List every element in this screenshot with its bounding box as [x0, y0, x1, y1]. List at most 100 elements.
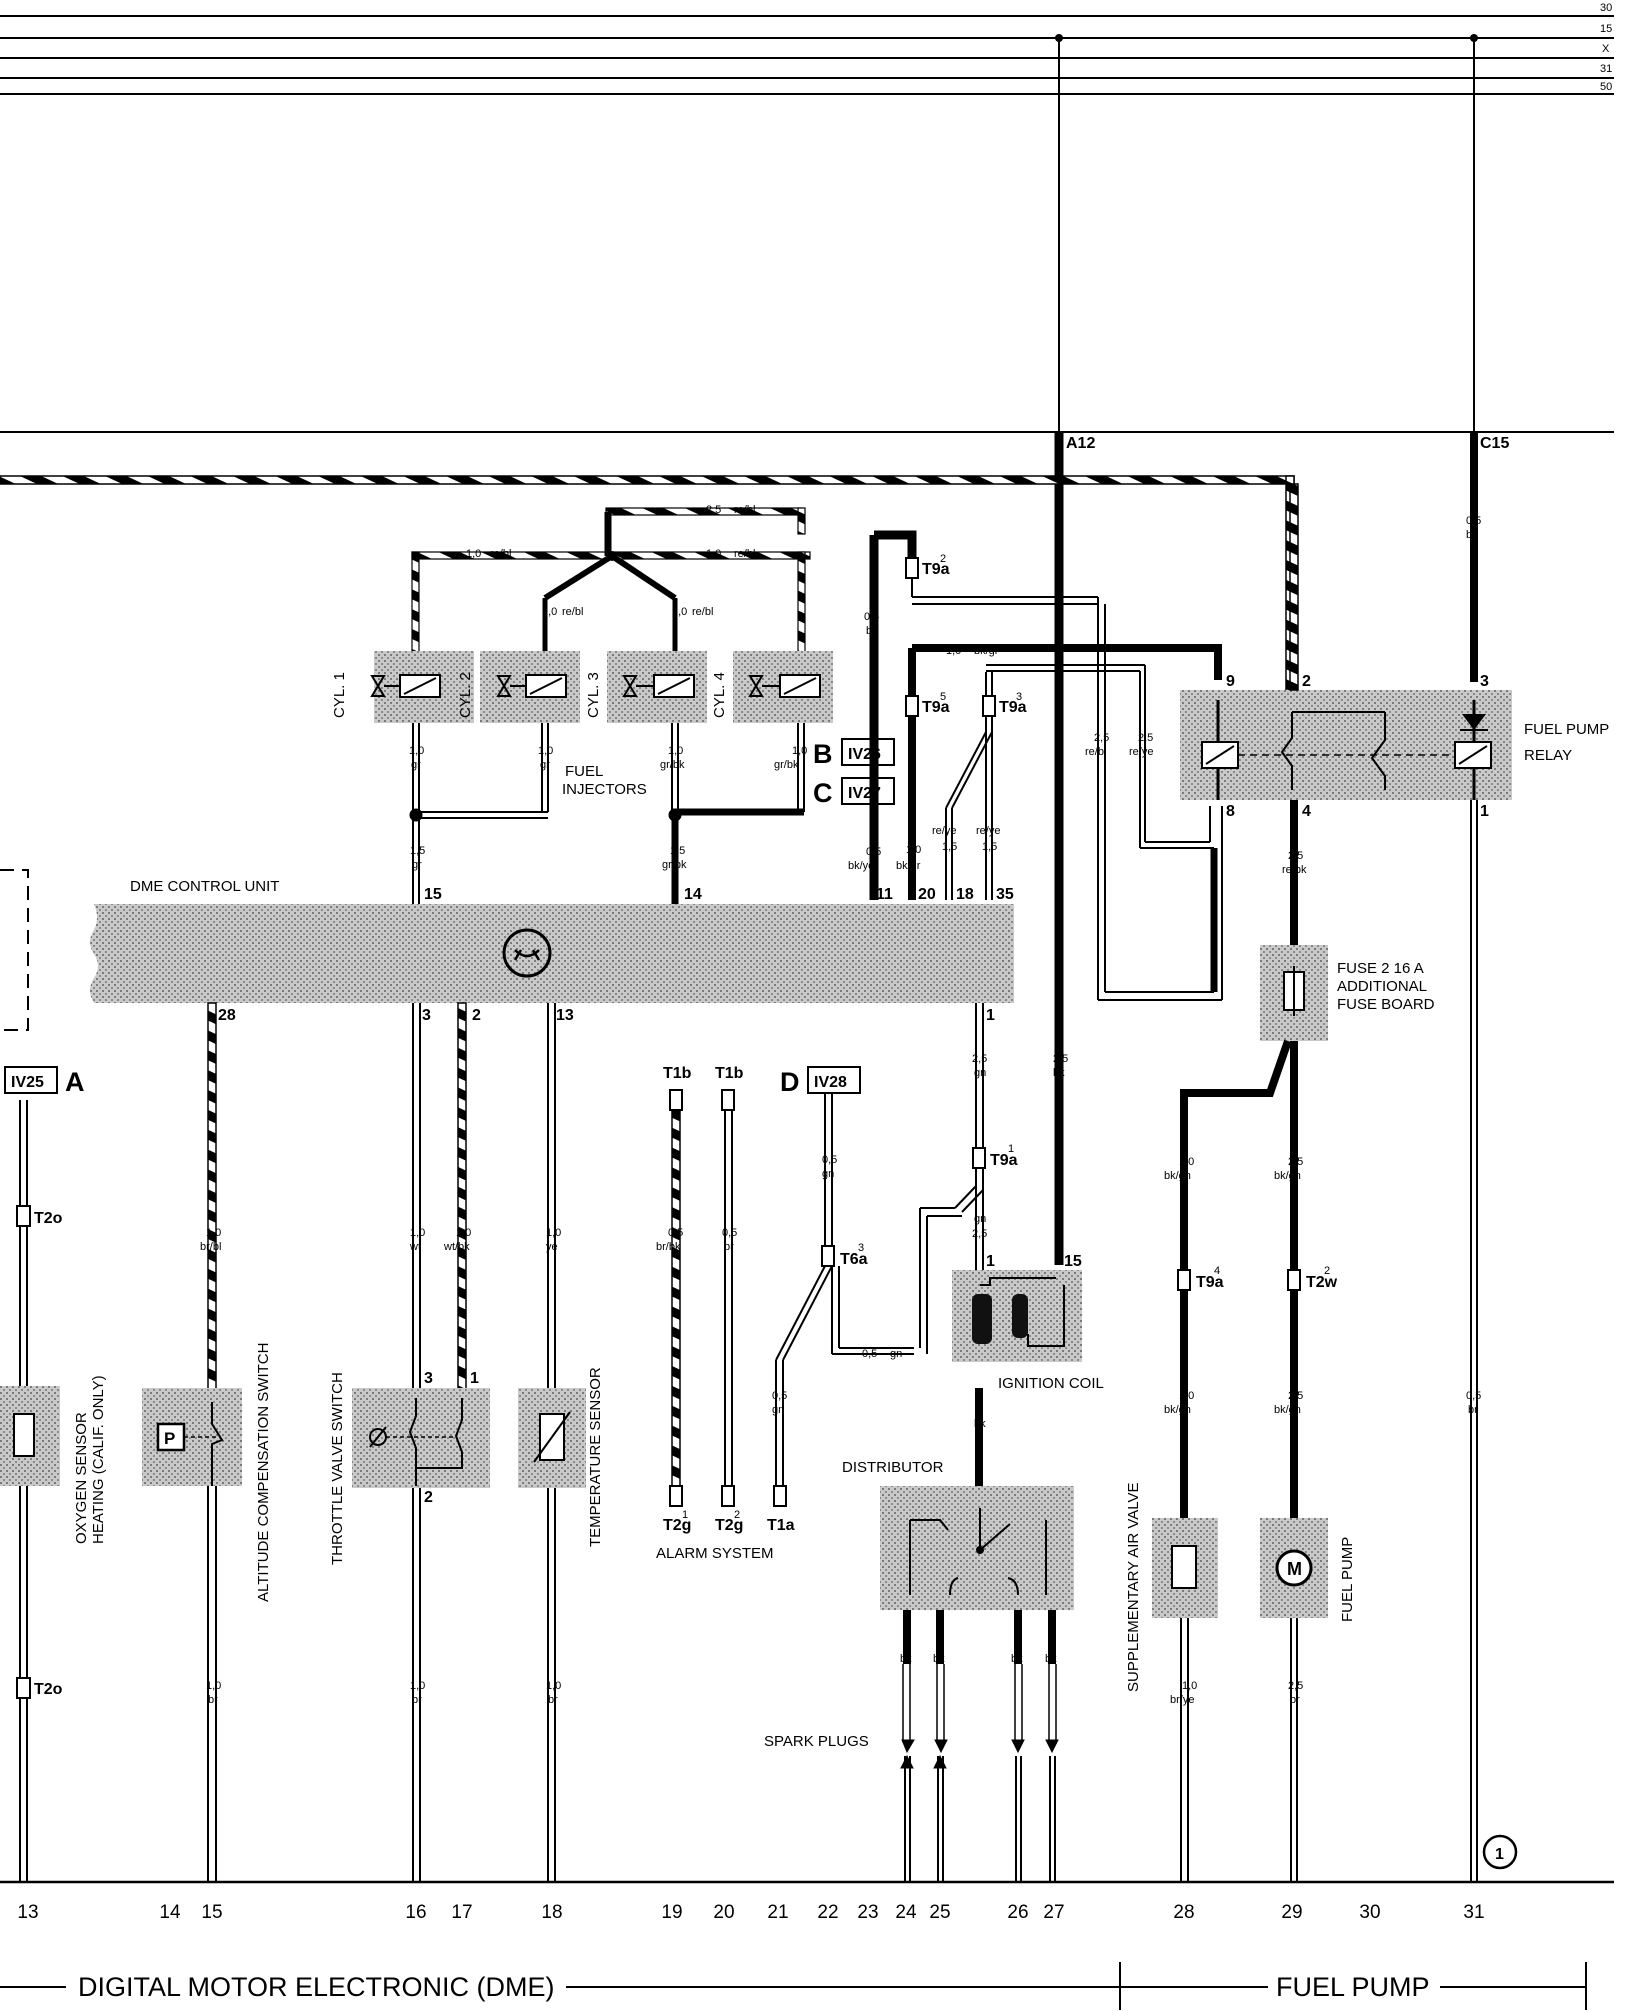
wire-label: gn	[822, 1168, 834, 1180]
svg-text:1: 1	[986, 1007, 995, 1024]
svg-text:2: 2	[424, 1489, 433, 1506]
alarm-system-wires	[671, 1093, 914, 1487]
wire-label: 0,5	[862, 1348, 877, 1360]
column-number: 24	[895, 1902, 917, 1923]
connector-t9a-5: T9a 5	[905, 691, 950, 717]
wire-label: gn	[890, 1348, 902, 1360]
reference-a: IV25 A	[4, 1066, 85, 1097]
wire-label: gn	[974, 1213, 986, 1225]
wire-label: 1,0	[546, 1680, 561, 1692]
wire-label: bk	[866, 625, 878, 637]
wire-label: bk/gr	[896, 860, 921, 872]
wire-label: 2,5	[1288, 850, 1303, 862]
wire-label: 1,0	[466, 548, 481, 560]
wire-label: 1,0	[410, 1227, 425, 1239]
connector-t9a-3: T9a 3	[982, 691, 1027, 717]
section-labels	[0, 1962, 1587, 2010]
throttle-valve-switch	[352, 1388, 490, 1488]
svg-text:3: 3	[422, 1007, 431, 1024]
alarm-connectors	[669, 1089, 835, 1507]
bus-label-30: 30	[1600, 2, 1612, 14]
bus-label-31: 31	[1600, 63, 1612, 75]
column-number: 31	[1463, 1902, 1484, 1923]
svg-text:35: 35	[996, 886, 1014, 903]
wire-label: 1,0	[409, 745, 424, 757]
connector-t2g-2-label: T2g	[715, 1517, 743, 1534]
wire-label: gr/bk	[660, 759, 685, 771]
wire-label: 1,0	[668, 745, 683, 757]
column-number: 28	[1173, 1902, 1194, 1923]
wire-label: gr/bk	[662, 859, 687, 871]
wire-label: gr/bk	[774, 759, 799, 771]
fuel-pump-label: FUEL PUMP	[1339, 1537, 1356, 1622]
svg-text:1: 1	[470, 1370, 479, 1387]
wire-label: 1,0	[1182, 1680, 1197, 1692]
wire-label: wt	[409, 1241, 421, 1253]
distributor-label: DISTRIBUTOR	[842, 1459, 944, 1476]
svg-text:B: B	[813, 739, 833, 769]
svg-text:T9a: T9a	[990, 1152, 1018, 1169]
wire-label: ye	[546, 1241, 558, 1253]
wire-label: 1,0	[546, 1227, 561, 1239]
wire-label: 1,0	[672, 606, 687, 618]
svg-text:IV25: IV25	[11, 1074, 44, 1091]
column-number: 18	[541, 1902, 562, 1923]
dme-output-wires	[19, 1002, 984, 1882]
wire-label: br	[1468, 1404, 1478, 1416]
svg-text:3: 3	[858, 1242, 864, 1254]
connector-t2o-lower: T2o	[16, 1677, 63, 1699]
wire-label: 2,5	[1288, 1156, 1303, 1168]
wire-label: 0,5	[866, 846, 881, 858]
wire-label: re/bl	[1085, 746, 1106, 758]
wire-relay-2	[1289, 483, 1299, 691]
wire-label: 2,5	[972, 1053, 987, 1065]
wire-label: 1,5	[670, 845, 685, 857]
plug-lead-label: bk	[1045, 1653, 1057, 1665]
svg-text:5: 5	[940, 691, 946, 703]
svg-text:T9a: T9a	[922, 699, 950, 716]
wire-label: bk	[1466, 529, 1478, 541]
coil-pin-1: 1	[986, 1253, 995, 1270]
throttle-switch-label: THROTTLE VALVE SWITCH	[329, 1372, 346, 1565]
plug-lead-label: bk	[933, 1653, 945, 1665]
fuel-pump-motor: M	[1260, 1518, 1328, 1618]
svg-text:C: C	[813, 778, 833, 808]
wire-label: re/bl	[734, 548, 755, 560]
column-number: 21	[767, 1902, 788, 1923]
column-number: 23	[857, 1902, 878, 1923]
temperature-sensor	[518, 1388, 586, 1488]
connector-t1a-label: T1a	[767, 1517, 795, 1534]
svg-text:3: 3	[1480, 673, 1489, 690]
column-number: 30	[1359, 1902, 1380, 1923]
wire-label: bk/gn	[1164, 1170, 1191, 1182]
wire-label: re/bl	[562, 606, 583, 618]
wire-label: re/ye	[1129, 746, 1153, 758]
cyl-1-label: CYL. 1	[331, 672, 348, 718]
fuse-2	[1260, 945, 1328, 1041]
coil-feed-wires	[919, 1185, 984, 1486]
wire-label: 2,5	[1094, 732, 1109, 744]
wire-label: 0,5	[822, 1154, 837, 1166]
svg-text:T2o: T2o	[34, 1210, 63, 1227]
svg-text:P: P	[164, 1429, 175, 1448]
wire-label: gr	[540, 759, 550, 771]
connector-t1b-label: T1b	[663, 1065, 692, 1082]
wire-label: re/bl	[692, 606, 713, 618]
fuel-injectors-group: CYL. 1 CYL. 2 CYL. 3 CYL. 4	[331, 651, 833, 723]
connector-t1b-label: T1b	[715, 1065, 744, 1082]
svg-text:T2w: T2w	[1306, 1274, 1338, 1291]
wire-label: 1,5	[410, 845, 425, 857]
column-number: 22	[817, 1902, 838, 1923]
svg-text:T9a: T9a	[1196, 1274, 1224, 1291]
wire-label: bk/gn	[1164, 1404, 1191, 1416]
spark-plug-leads	[900, 1610, 1059, 1882]
column-number: 14	[159, 1902, 181, 1923]
wire-label: 1,0	[410, 1680, 425, 1692]
relay-pins: 9 2 3 8 4 1	[1226, 673, 1489, 820]
wire-label: 0,5	[1466, 1390, 1481, 1402]
svg-text:8: 8	[1226, 803, 1235, 820]
supplementary-air-valve-label: SUPPLEMENTARY AIR VALVE	[1125, 1482, 1142, 1692]
